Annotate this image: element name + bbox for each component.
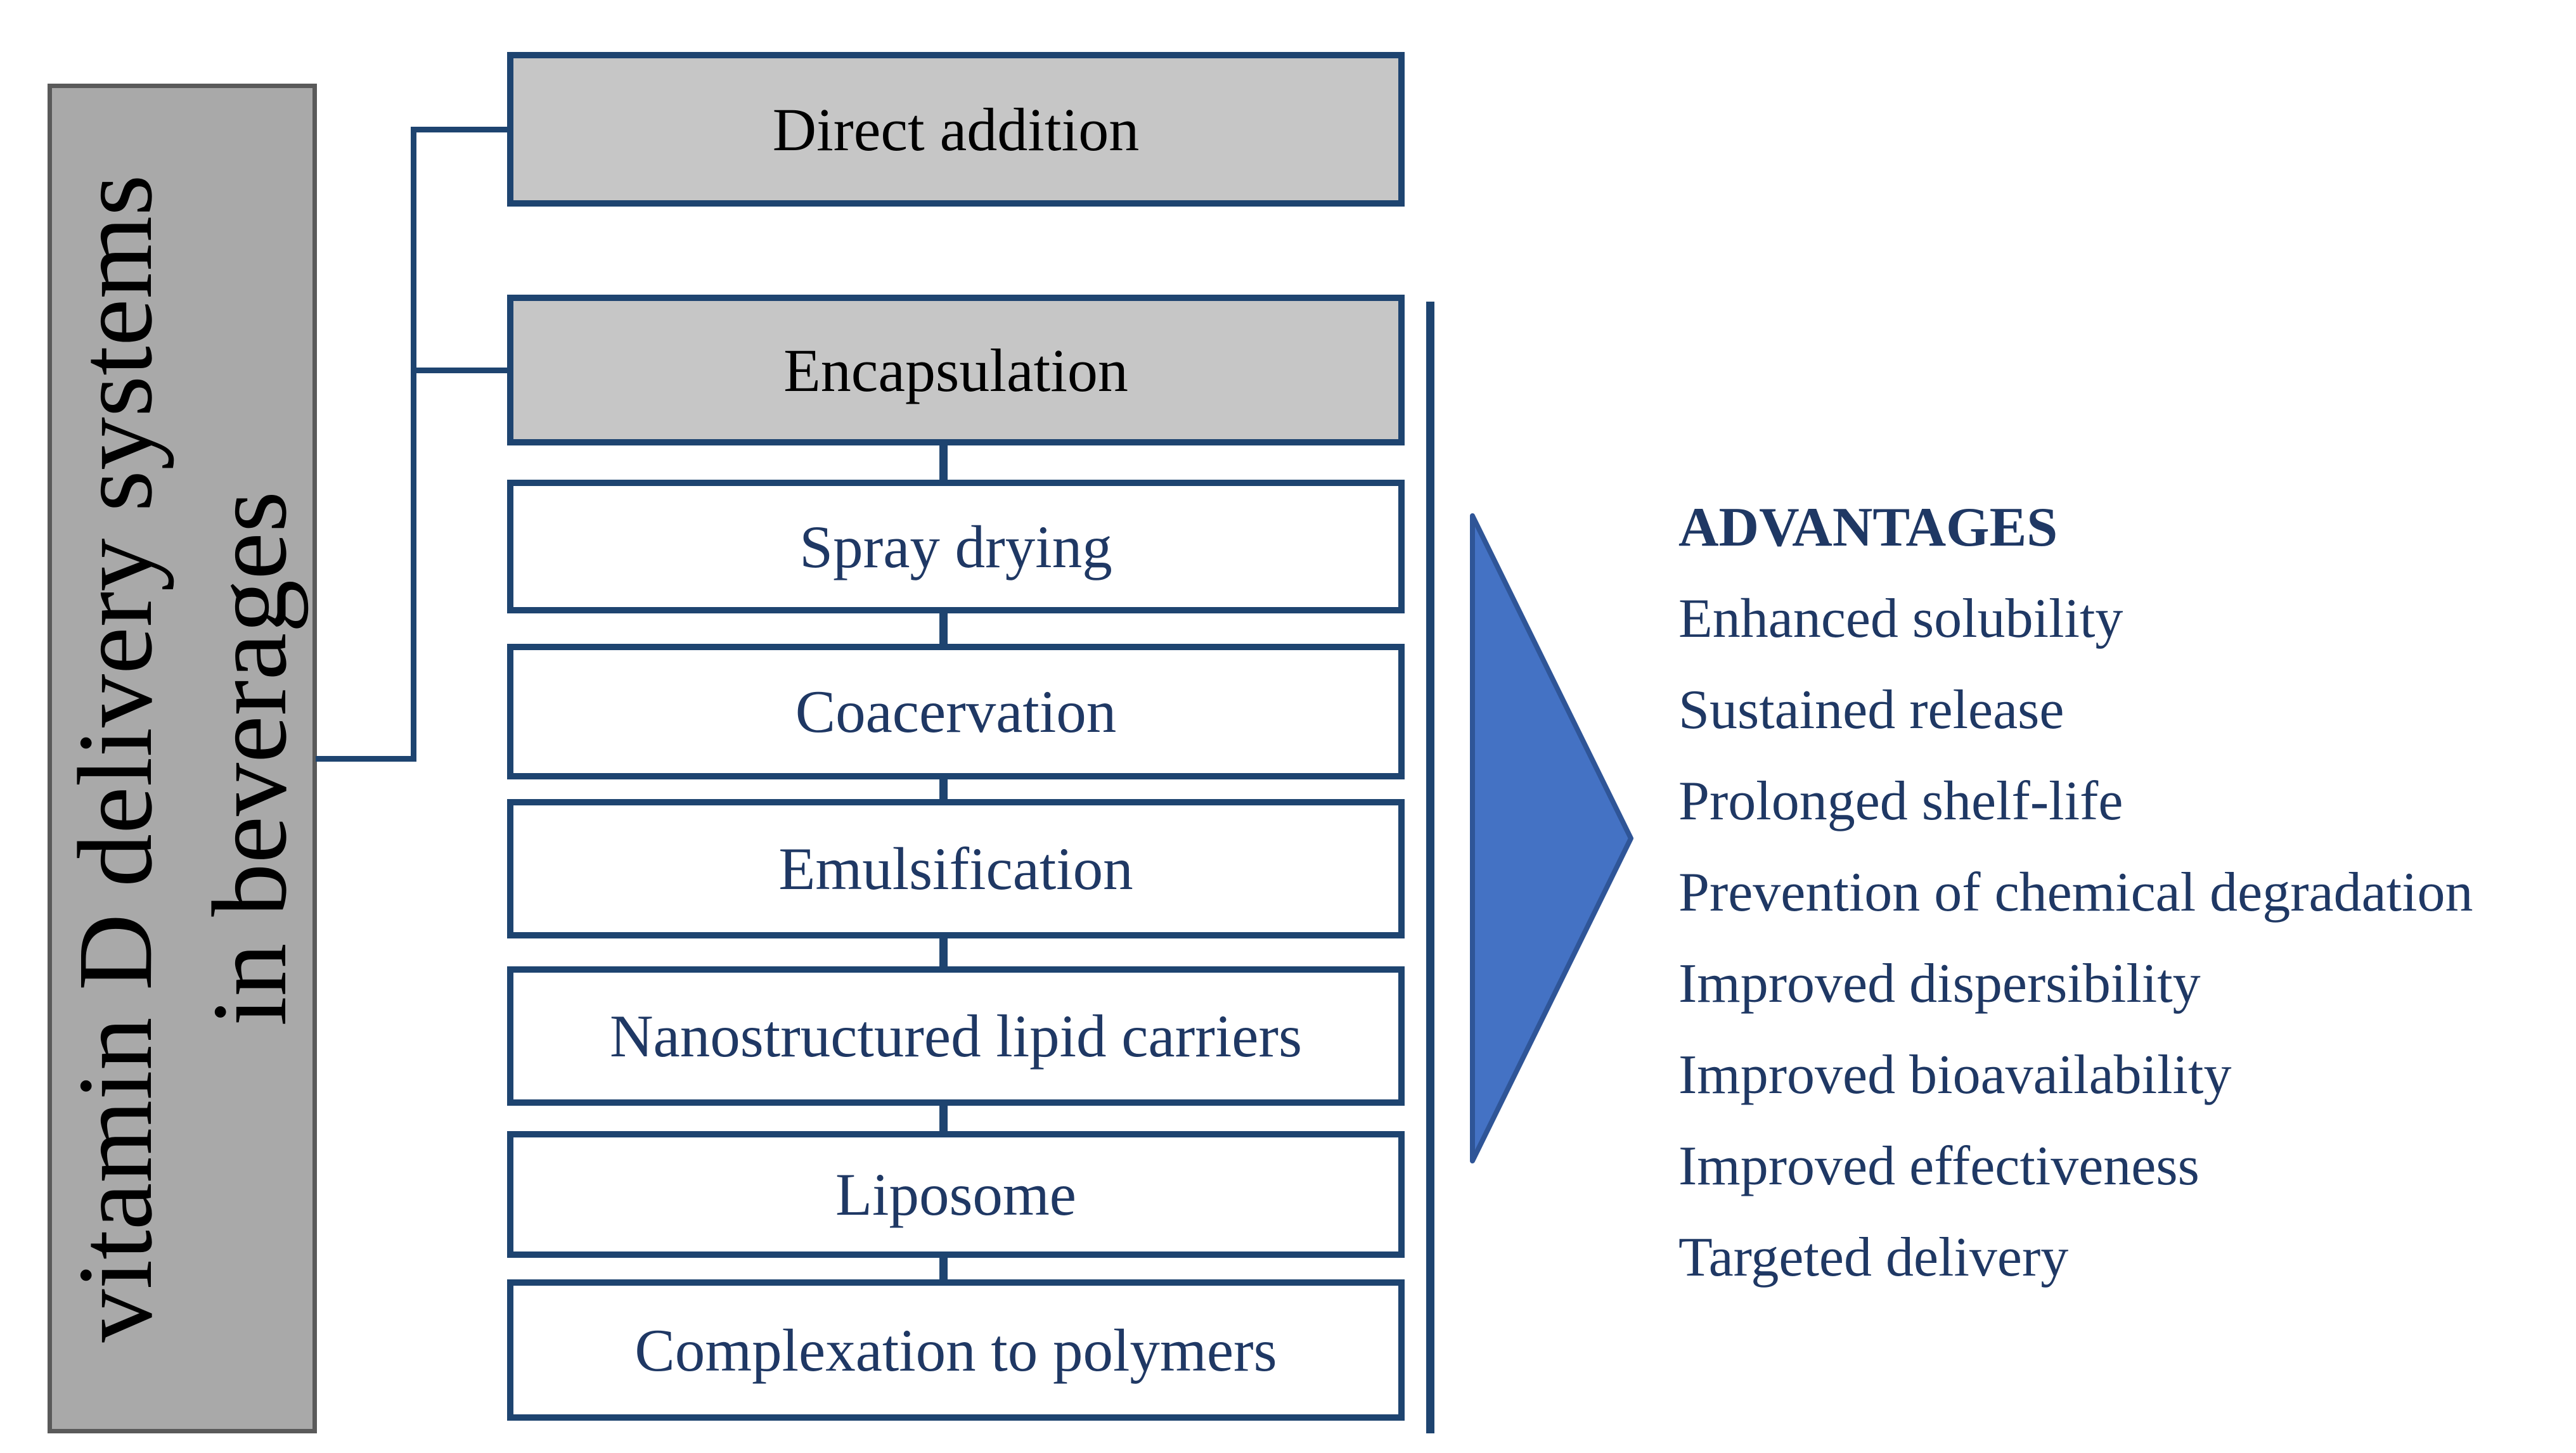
- connector-branch-encapsulation: [411, 368, 509, 373]
- direct-addition-box: Direct addition: [507, 52, 1405, 207]
- right-arrow-triangle-icon: [1470, 513, 1633, 1163]
- title-text: vitamin D delivery systems in beverages: [48, 174, 317, 1342]
- advantages-heading: ADVANTAGES: [1678, 496, 2058, 558]
- advantage-item-improved-effectiveness: Improved effectiveness: [1678, 1135, 2199, 1197]
- method-label: Nanostructured lipid carriers: [609, 1002, 1303, 1070]
- advantage-item-targeted-delivery: Targeted delivery: [1678, 1226, 2069, 1288]
- stack-connector-4: [939, 938, 948, 969]
- title-line-1: vitamin D delivery systems: [56, 174, 174, 1343]
- advantage-item-improved-dispersibility: Improved dispersibility: [1678, 952, 2201, 1015]
- stack-connector-1: [939, 445, 948, 482]
- connector-trunk: [316, 756, 412, 762]
- stack-connector-6: [939, 1258, 948, 1282]
- title-line-2: in beverages: [190, 490, 309, 1027]
- connector-spine: [411, 127, 416, 762]
- encapsulation-label: Encapsulation: [783, 336, 1128, 404]
- stack-connector-2: [939, 613, 948, 646]
- method-box-coacervation: Coacervation: [507, 644, 1405, 779]
- method-label: Spray drying: [799, 513, 1112, 580]
- direct-addition-label: Direct addition: [772, 95, 1140, 163]
- advantage-item-prolonged-shelf-life: Prolonged shelf-life: [1678, 770, 2123, 832]
- method-label: Emulsification: [778, 835, 1133, 902]
- method-label: Complexation to polymers: [634, 1316, 1277, 1384]
- encapsulation-box: Encapsulation: [507, 295, 1405, 445]
- method-box-spray-drying: Spray drying: [507, 480, 1405, 613]
- method-box-liposome: Liposome: [507, 1131, 1405, 1258]
- advantage-item-improved-bioavailability: Improved bioavailability: [1678, 1044, 2232, 1106]
- advantage-item-sustained-release: Sustained release: [1678, 679, 2064, 741]
- divider-line: [1426, 302, 1434, 1433]
- stack-connector-3: [939, 779, 948, 802]
- method-box-complexation-to-polymers: Complexation to polymers: [507, 1279, 1405, 1421]
- stack-connector-5: [939, 1106, 948, 1134]
- method-label: Coacervation: [795, 678, 1117, 745]
- advantage-item-prevention-of-chemical-degradation: Prevention of chemical degradation: [1678, 861, 2473, 923]
- method-box-emulsification: Emulsification: [507, 799, 1405, 938]
- method-box-nanostructured-lipid-carriers: Nanostructured lipid carriers: [507, 966, 1405, 1106]
- advantage-item-enhanced-solubility: Enhanced solubility: [1678, 587, 2123, 650]
- connector-branch-direct-addition: [411, 127, 509, 132]
- advantages-list: ADVANTAGES Enhanced solubility Sustained…: [1678, 482, 2473, 1303]
- method-label: Liposome: [835, 1161, 1076, 1228]
- title-box: vitamin D delivery systems in beverages: [48, 84, 317, 1433]
